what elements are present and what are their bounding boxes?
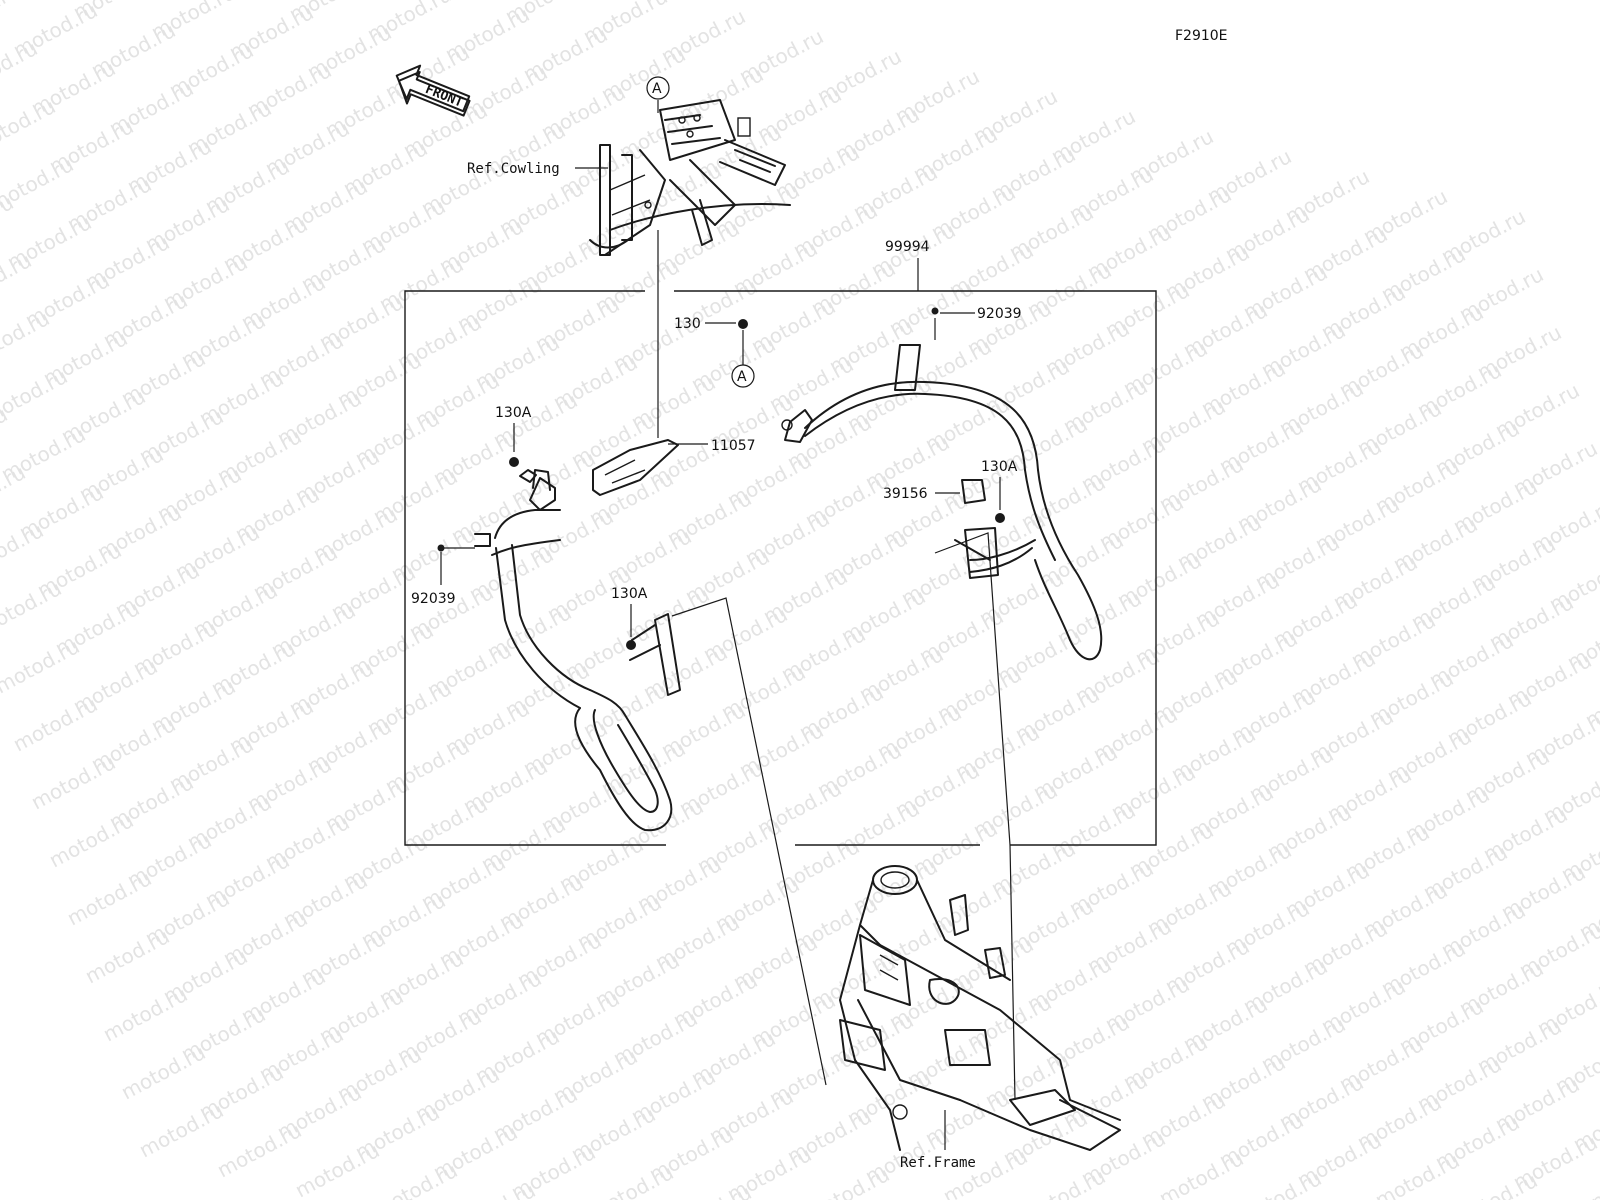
watermark-text: motod.ru: [0, 576, 65, 640]
watermark-text: motod.ru: [663, 1180, 755, 1200]
collar-label: 39156: [883, 486, 928, 502]
watermark-text: motod.ru: [1449, 1168, 1541, 1200]
watermark-text: motod.ru: [0, 364, 71, 428]
watermark-text: motod.ru: [1017, 1164, 1109, 1200]
screw-left-part: [437, 544, 445, 552]
right-guard-drawing: [781, 344, 1103, 661]
callout-a-lower-circle: [731, 364, 755, 388]
watermark-text: motod.ru: [1371, 1148, 1463, 1200]
watermark-text: motod.ru: [99, 982, 191, 1046]
watermark-text: motod.ru: [0, 634, 83, 698]
ref-cowling-label: Ref.Cowling: [467, 161, 560, 177]
bolt-left-upper-part: [509, 457, 519, 467]
collar-part: [961, 479, 986, 504]
watermark-text: motod.ru: [0, 36, 41, 100]
watermark-text: motod.ru: [0, 94, 59, 158]
watermark-text: motod.ru: [9, 692, 101, 756]
watermark-text: motod.ru: [585, 1160, 677, 1200]
watermark-text: motod.ru: [0, 518, 47, 582]
bolt-left-upper-label: 130A: [495, 405, 532, 421]
bolt-right-part: [995, 513, 1005, 523]
watermark-text: motod.ru: [213, 1118, 305, 1182]
diagram-code: F2910E: [1175, 28, 1228, 44]
bolt-center-label: 130A: [611, 586, 648, 602]
watermark-text: motod.ru: [27, 750, 119, 814]
callout-a-top-text: A: [652, 81, 662, 97]
callout-a-top-circle: [646, 76, 670, 100]
cowling-bracket-drawing: [589, 99, 791, 256]
watermark-text: motod.ru: [447, 1178, 539, 1200]
watermark-text: motod.ru: [45, 808, 137, 872]
screw-top-part: [931, 307, 939, 315]
bolt-right-label: 130A: [981, 459, 1018, 475]
watermark-text: motod.ru: [1233, 1166, 1325, 1200]
nut-130-label: 130: [674, 316, 701, 332]
watermark-text: motod.ru: [801, 1162, 893, 1200]
bolt-center-part: [626, 640, 636, 650]
left-guard-drawing: [474, 439, 681, 832]
watermark-text: motod.ru: [291, 1138, 383, 1200]
watermark-text: motod.ru: [369, 1158, 461, 1200]
callout-a-lower-text: A: [737, 369, 747, 385]
assembly-box: [404, 290, 1157, 846]
watermark-text: motod.ru: [117, 1040, 209, 1104]
watermark-text: motod.ru: [1155, 1146, 1247, 1200]
bracket-label: 11057: [711, 438, 756, 454]
mount-leaders: [671, 532, 1016, 1101]
watermark-text: motod.ru: [0, 306, 53, 370]
watermark-text: motod.ru: [63, 866, 155, 930]
nut-130-part: [738, 319, 748, 329]
watermark-text: motod.ru: [939, 1144, 1031, 1200]
assembly-number-label: 99994: [885, 239, 930, 255]
screw-left-label: 92039: [411, 591, 456, 607]
watermark-text: motod.ru: [135, 1098, 227, 1162]
frame-drawing: [839, 865, 1121, 1151]
ref-frame-label: Ref.Frame: [900, 1155, 976, 1171]
watermark-text: motod.ru: [81, 924, 173, 988]
screw-top-label: 92039: [977, 306, 1022, 322]
